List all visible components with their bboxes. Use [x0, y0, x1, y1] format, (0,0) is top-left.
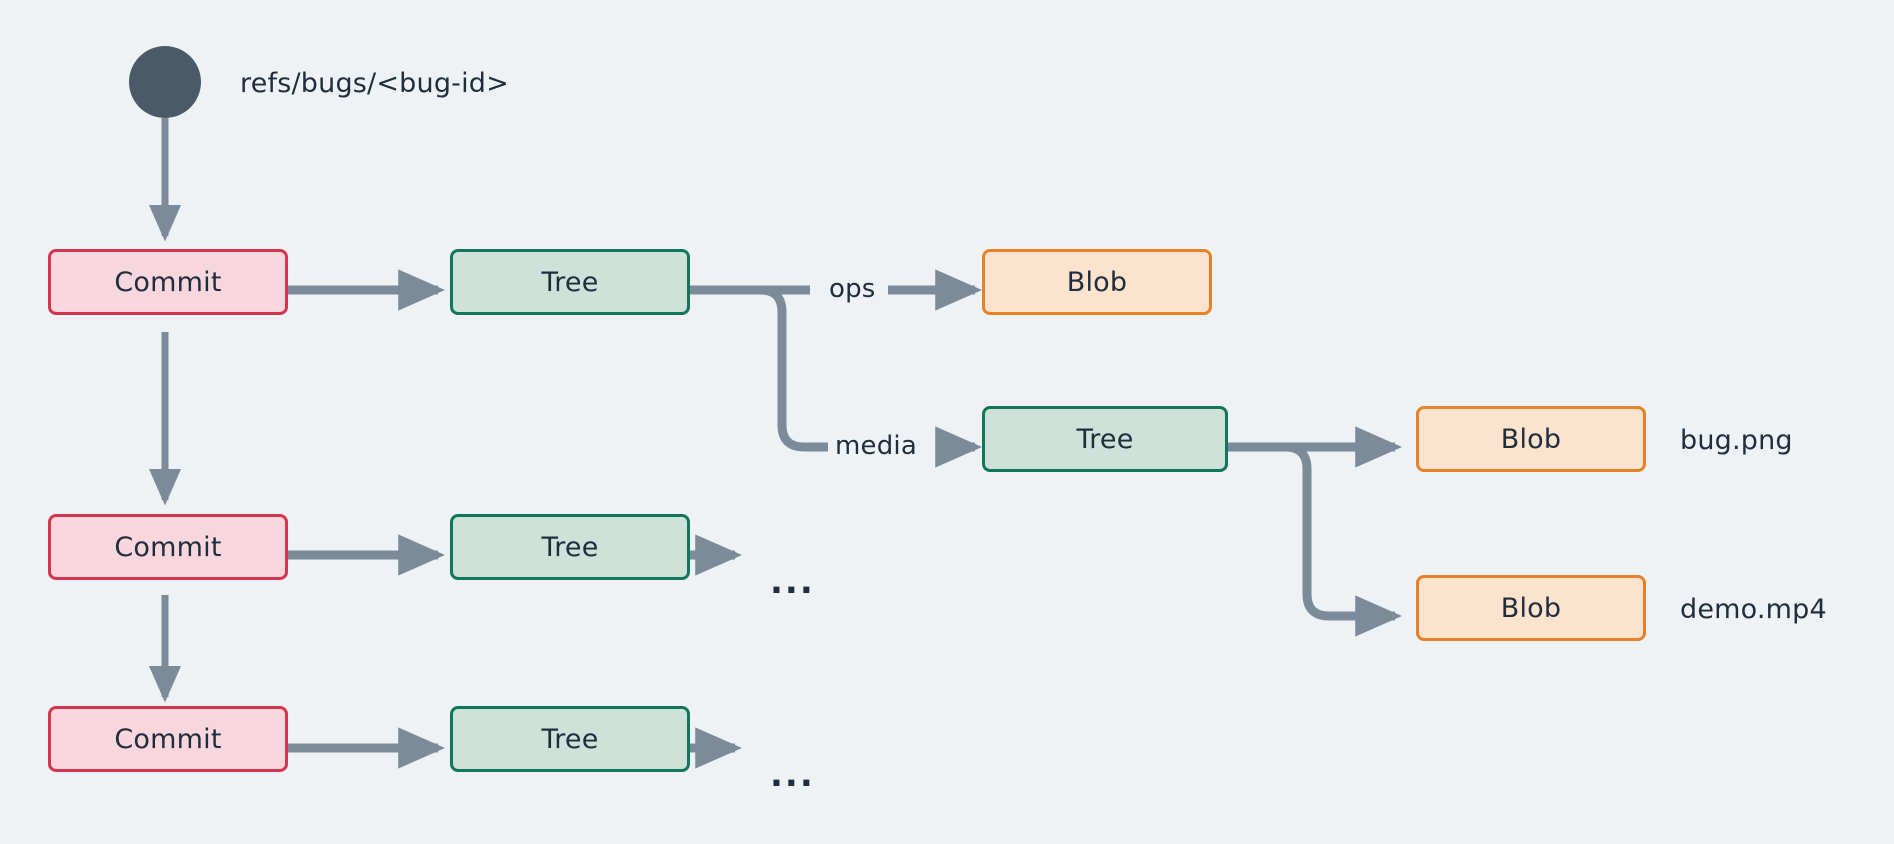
node-blob-ops[interactable]: Blob — [982, 249, 1212, 315]
edge-label-media: media — [832, 431, 920, 461]
file-label-demo-mp4: demo.mp4 — [1680, 594, 1827, 625]
node-blob-bug-png[interactable]: Blob — [1416, 406, 1646, 472]
node-commit-3[interactable]: Commit — [48, 706, 288, 772]
edge-label-ops: ops — [826, 274, 879, 304]
node-commit-1[interactable]: Commit — [48, 249, 288, 315]
ref-label: refs/bugs/<bug-id> — [240, 68, 509, 99]
ref-dot[interactable] — [129, 46, 201, 118]
node-tree-1[interactable]: Tree — [450, 249, 690, 315]
node-tree-media[interactable]: Tree — [982, 406, 1228, 472]
node-tree-3[interactable]: Tree — [450, 706, 690, 772]
node-blob-demo-mp4[interactable]: Blob — [1416, 575, 1646, 641]
node-tree-2[interactable]: Tree — [450, 514, 690, 580]
ellipsis-row-2: ... — [770, 562, 815, 602]
file-label-bug-png: bug.png — [1680, 425, 1793, 456]
edge-tree1-to-media — [690, 285, 828, 452]
ellipsis-row-3: ... — [770, 755, 815, 795]
edge-treemedia-to-blob-demomp4 — [1226, 442, 1403, 637]
node-commit-2[interactable]: Commit — [48, 514, 288, 580]
